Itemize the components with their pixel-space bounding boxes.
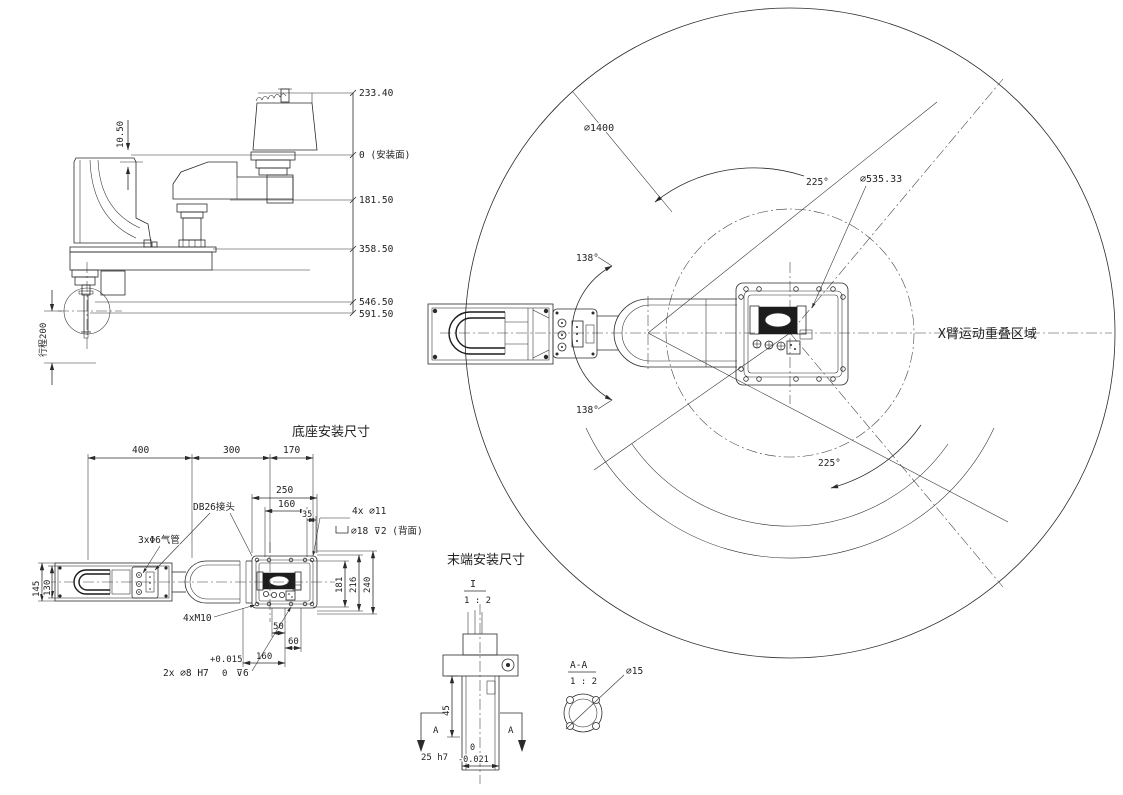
motor-flange	[250, 151, 296, 161]
connector-plate	[552, 308, 598, 359]
overlap-region-label: X臂运动重叠区域	[938, 326, 1037, 342]
holes-note-line1: 4x ⌀11	[352, 506, 387, 517]
arm-top-view	[427, 282, 849, 386]
dim-level-591: 591.50	[359, 309, 394, 320]
end-mount-view: 末端安装尺寸 I 1 : 2 45 A A 25 h7 0 -0.	[417, 552, 644, 784]
db26-label: DB26接头	[193, 501, 235, 513]
elbow-housing	[613, 298, 737, 368]
holes-note-line2: ⌀18 ⊽2 (背面)	[351, 525, 423, 537]
lower-arm	[69, 251, 213, 271]
dim-level-mount: 0 (安装面)	[359, 149, 410, 161]
quill-flange	[442, 654, 519, 677]
view-label: I	[470, 579, 476, 590]
cable-bundle	[255, 93, 287, 102]
inner-boundary-arc-1	[585, 427, 995, 559]
base-plate	[735, 282, 849, 386]
end-view-title: 末端安装尺寸	[447, 553, 525, 568]
angle-j2-bottom-label: 138°	[576, 405, 599, 416]
dim-145: 145	[32, 581, 42, 597]
air-fitting	[557, 318, 567, 328]
pin-tol-top: +0.015	[210, 655, 243, 665]
cut-letter-left: A	[433, 726, 439, 736]
dim-z-stroke: 行程200	[37, 323, 49, 357]
bellows-box	[100, 270, 126, 296]
dim-45: 45	[442, 705, 452, 716]
u-channel	[448, 311, 505, 355]
dim-60: 60	[288, 637, 299, 647]
dim-181: 181	[335, 577, 345, 593]
connector-stub	[280, 88, 290, 103]
inner-dia-label: ⌀535.33	[860, 174, 902, 185]
dim-level-358: 358.50	[359, 244, 394, 255]
dia-15-label: ⌀15	[626, 666, 643, 677]
base-view-title: 底座安装尺寸	[292, 424, 370, 440]
dim-216: 216	[349, 577, 359, 593]
upper-link	[172, 161, 294, 200]
workspace-top-view: 225° 225° 138° 138° ⌀1400 ⌀535.33 X臂运动重叠…	[427, 7, 1116, 659]
dim-level-546: 546.50	[359, 297, 394, 308]
section-scale: 1 : 2	[570, 677, 597, 687]
spline-section	[563, 693, 603, 733]
dim-160: 160	[278, 499, 295, 510]
dim-offset-1050: 10.50	[116, 121, 126, 148]
angle-j1-top-label: 225°	[806, 177, 829, 188]
dim-130: 130	[43, 580, 53, 596]
connector-plate-small	[131, 566, 159, 599]
air-fitting	[557, 330, 567, 340]
dim-50: 50	[273, 622, 284, 632]
dim-240: 240	[363, 577, 373, 593]
side-view: 233.40 0 (安装面) 181.50 358.50 546.50 591.…	[36, 87, 412, 385]
pin-tol-bot: 0	[222, 669, 227, 679]
dim-400: 400	[132, 445, 149, 456]
angle-j1-bottom-label: 225°	[818, 458, 841, 469]
cut-letter-right: A	[508, 726, 514, 736]
pin-depth: ⊽6	[236, 668, 249, 679]
m10-label: 4xM10	[183, 613, 212, 624]
inner-boundary-arc-2	[631, 443, 949, 527]
outer-dia-label: ⌀1400	[584, 123, 614, 134]
air-fitting	[557, 342, 567, 352]
base-column	[73, 157, 152, 244]
dim-160b: 160	[256, 652, 272, 662]
dim-level-top: 233.40	[359, 88, 394, 99]
angle-j2-top-label: 138°	[576, 253, 599, 264]
dim-35: 35	[302, 510, 312, 520]
z-motor-body	[252, 102, 318, 151]
dim-300: 300	[223, 445, 240, 456]
inner-dia-circle	[665, 208, 915, 458]
section-label: A-A	[570, 660, 587, 671]
view-scale: 1 : 2	[464, 596, 491, 606]
db26-connector	[571, 320, 584, 348]
dim-170: 170	[283, 445, 300, 456]
forearm-housing	[427, 303, 554, 365]
tol-top: 0	[470, 743, 475, 753]
dim-25: 25 h7	[421, 753, 448, 763]
tol-bot: -0.021	[458, 755, 489, 765]
dim-250: 250	[276, 485, 293, 496]
dim-level-181: 181.50	[359, 195, 394, 206]
pin-label: 2x ⌀8 H7	[163, 668, 209, 679]
air-tube-label: 3xΦ6气管	[138, 534, 180, 546]
arm-top-plate	[69, 246, 217, 253]
base-mount-view: 底座安装尺寸	[31, 423, 424, 681]
